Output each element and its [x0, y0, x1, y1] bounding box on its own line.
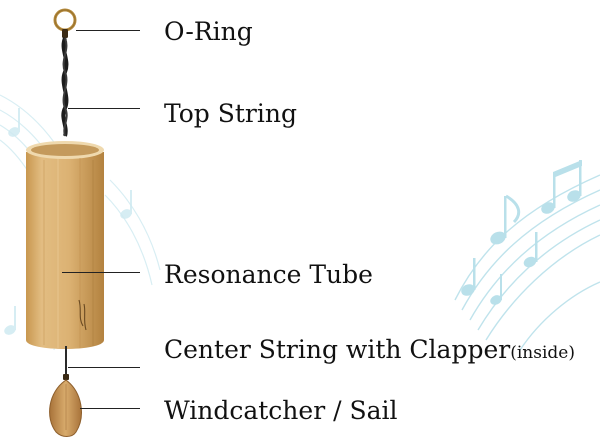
o-ring-icon — [53, 8, 77, 38]
leader-line-top-string — [68, 108, 140, 109]
label-center-string: Center String with Clapper(inside) — [164, 337, 575, 362]
label-center-string-suffix: (inside) — [510, 343, 575, 363]
label-center-string-text: Center String with Clapper — [164, 335, 511, 364]
top-string-cord — [61, 37, 69, 137]
leader-line-o-ring — [76, 30, 140, 31]
center-string — [63, 346, 69, 380]
resonance-tube — [26, 141, 104, 349]
music-note-glyphs-right — [461, 160, 582, 305]
label-resonance-tube: Resonance Tube — [164, 260, 373, 289]
label-windcatcher: Windcatcher / Sail — [164, 396, 398, 425]
music-note-glyphs-left — [4, 108, 132, 335]
label-o-ring: O-Ring — [164, 17, 253, 46]
windcatcher-sail — [49, 379, 82, 437]
label-top-string: Top String — [164, 99, 297, 128]
leader-line-windcatcher — [80, 408, 140, 409]
leader-line-resonance-tube — [62, 272, 140, 273]
leader-line-center-string — [68, 367, 140, 368]
koshi-logo-icon — [78, 299, 87, 331]
